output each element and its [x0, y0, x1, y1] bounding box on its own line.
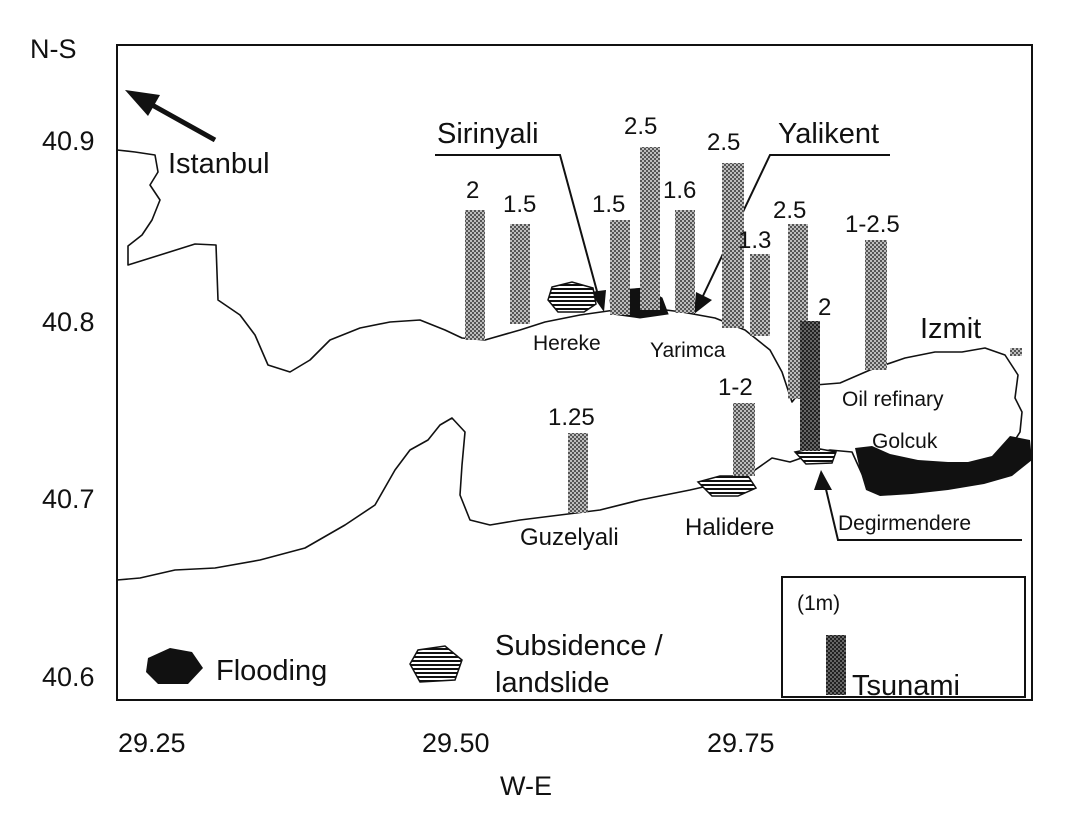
izmit-small-bar: [1010, 348, 1022, 356]
label-golcuk: Golcuk: [872, 430, 938, 453]
tsunami-bar: [568, 433, 588, 513]
x-tick-29-75: 29.75: [707, 728, 775, 758]
map-frame: [116, 44, 1033, 701]
tsunami-height-label: 1-2: [718, 374, 753, 401]
label-hereke: Hereke: [533, 332, 601, 355]
legend-flooding-icon: [146, 648, 203, 684]
tsunami-height-label: 1.5: [503, 191, 536, 218]
tsunami-height-label: 2: [466, 177, 479, 204]
label-guzelyali: Guzelyali: [520, 524, 619, 551]
label-sirinyali: Sirinyali: [437, 118, 539, 150]
tsunami-height-label: 1.3: [738, 227, 771, 254]
tsunami-bar: [465, 210, 485, 340]
x-axis-title: W-E: [500, 771, 552, 801]
subsidence-hereke: [547, 281, 597, 313]
x-tick-29-50: 29.50: [422, 728, 490, 758]
legend-scale-label: (1m): [797, 592, 840, 615]
degirmendere-leader: [824, 484, 1022, 541]
tsunami-bar: [800, 321, 820, 451]
label-yalikent: Yalikent: [778, 118, 879, 150]
flooding-golcuk: [855, 436, 1032, 496]
tsunami-bar: [750, 254, 770, 336]
yalikent-arrow-head: [694, 292, 712, 314]
tsunami-height-label: 1.6: [663, 177, 696, 204]
tsunami-height-label: 2.5: [624, 113, 657, 140]
label-degirmendere: Degirmendere: [838, 512, 971, 535]
label-istanbul: Istanbul: [168, 148, 270, 180]
tsunami-bar: [722, 163, 744, 328]
legend-subsidence-label-1: Subsidence /: [495, 630, 664, 662]
tsunami-bar: [610, 220, 630, 315]
label-izmit: Izmit: [920, 313, 981, 345]
y-tick-40-8: 40.8: [42, 307, 95, 337]
tsunami-height-label: 1.25: [548, 404, 595, 431]
y-tick-40-9: 40.9: [42, 126, 95, 156]
subsidence-halidere: [696, 475, 758, 497]
legend-tsunami-box: [781, 576, 1026, 698]
legend-subsidence-icon: [409, 645, 463, 683]
tsunami-bar: [510, 224, 530, 324]
legend-subsidence-label-2: landslide: [495, 667, 609, 699]
north-coastline: [116, 149, 1023, 581]
tsunami-height-label: 2.5: [773, 197, 806, 224]
label-halidere: Halidere: [685, 514, 774, 541]
tsunami-bar: [733, 403, 755, 476]
x-tick-29-25: 29.25: [118, 728, 186, 758]
legend-tsunami-icon: [826, 635, 846, 695]
legend-flooding-label: Flooding: [216, 655, 327, 687]
y-tick-40-7: 40.7: [42, 484, 95, 514]
tsunami-height-label: 2: [818, 294, 831, 321]
istanbul-arrow-head: [125, 90, 160, 116]
y-axis-title: N-S: [30, 34, 77, 64]
tsunami-bar: [675, 210, 695, 313]
label-yarimca: Yarimca: [650, 339, 726, 362]
tsunami-height-label: 1-2.5: [845, 211, 900, 238]
tsunami-bar: [640, 147, 660, 310]
label-oil-refinery: Oil refinary: [842, 388, 944, 411]
y-tick-40-6: 40.6: [42, 662, 95, 692]
legend-tsunami-label: Tsunami: [852, 670, 960, 702]
tsunami-height-label: 2.5: [707, 129, 740, 156]
degirmendere-arrow-head: [814, 470, 832, 490]
tsunami-bar: [865, 240, 887, 370]
tsunami-height-label: 1.5: [592, 191, 625, 218]
sirinyali-leader: [435, 154, 599, 296]
